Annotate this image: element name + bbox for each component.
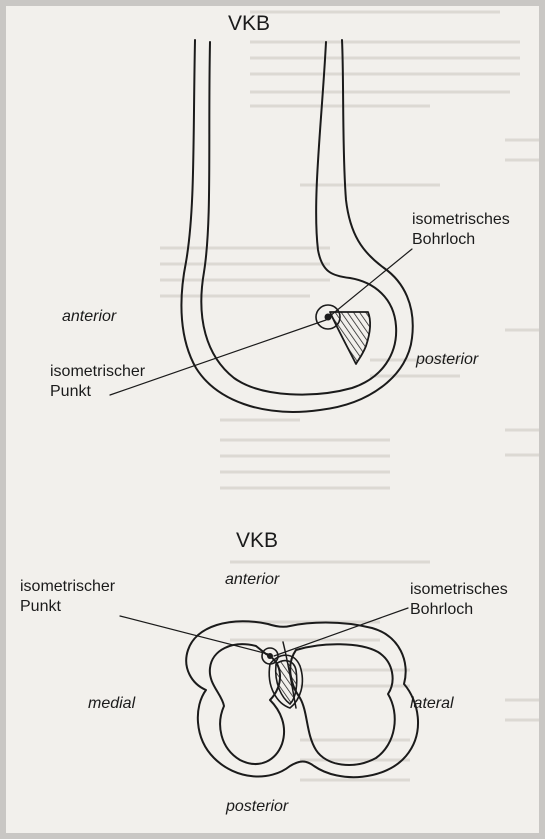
figure2-punkt-text: isometrischer Punkt bbox=[20, 577, 145, 617]
figure1-punkt-label: isometrischer Punkt bbox=[50, 362, 175, 402]
tibial-insertion-hatched bbox=[276, 661, 297, 704]
figure2-lateral-label: lateral bbox=[410, 694, 454, 714]
figure2-title: VKB bbox=[236, 529, 278, 553]
figure2-medial-label: medial bbox=[88, 694, 135, 714]
ligament-attachment-hatched bbox=[330, 312, 370, 364]
tibia-medial-compartment bbox=[210, 644, 284, 764]
figure2-anterior-label: anterior bbox=[225, 570, 279, 590]
leader-bohrloch-2 bbox=[274, 608, 408, 656]
figure1-punkt-text: isometrischer Punkt bbox=[50, 362, 175, 402]
isometric-point-dot bbox=[325, 314, 332, 321]
femur-sagittal-figure bbox=[110, 40, 413, 412]
figure1-anterior-label: anterior bbox=[62, 307, 116, 327]
figure1-title: VKB bbox=[228, 12, 270, 36]
figure2-bohrloch-text: isometrisches Bohrloch bbox=[410, 580, 535, 620]
figure1-bohrloch-text: isometrisches Bohrloch bbox=[412, 210, 537, 250]
figure2-punkt-label: isometrischer Punkt bbox=[20, 577, 145, 617]
femur-outer-contour bbox=[181, 40, 412, 412]
tibia-lateral-compartment bbox=[290, 644, 395, 765]
figure2-posterior-label: posterior bbox=[226, 797, 288, 817]
figure1-bohrloch-label: isometrisches Bohrloch bbox=[412, 210, 537, 250]
figure2-bohrloch-label: isometrisches Bohrloch bbox=[410, 580, 535, 620]
tibia-axial-figure bbox=[120, 608, 418, 777]
figure1-posterior-label: posterior bbox=[416, 350, 478, 370]
